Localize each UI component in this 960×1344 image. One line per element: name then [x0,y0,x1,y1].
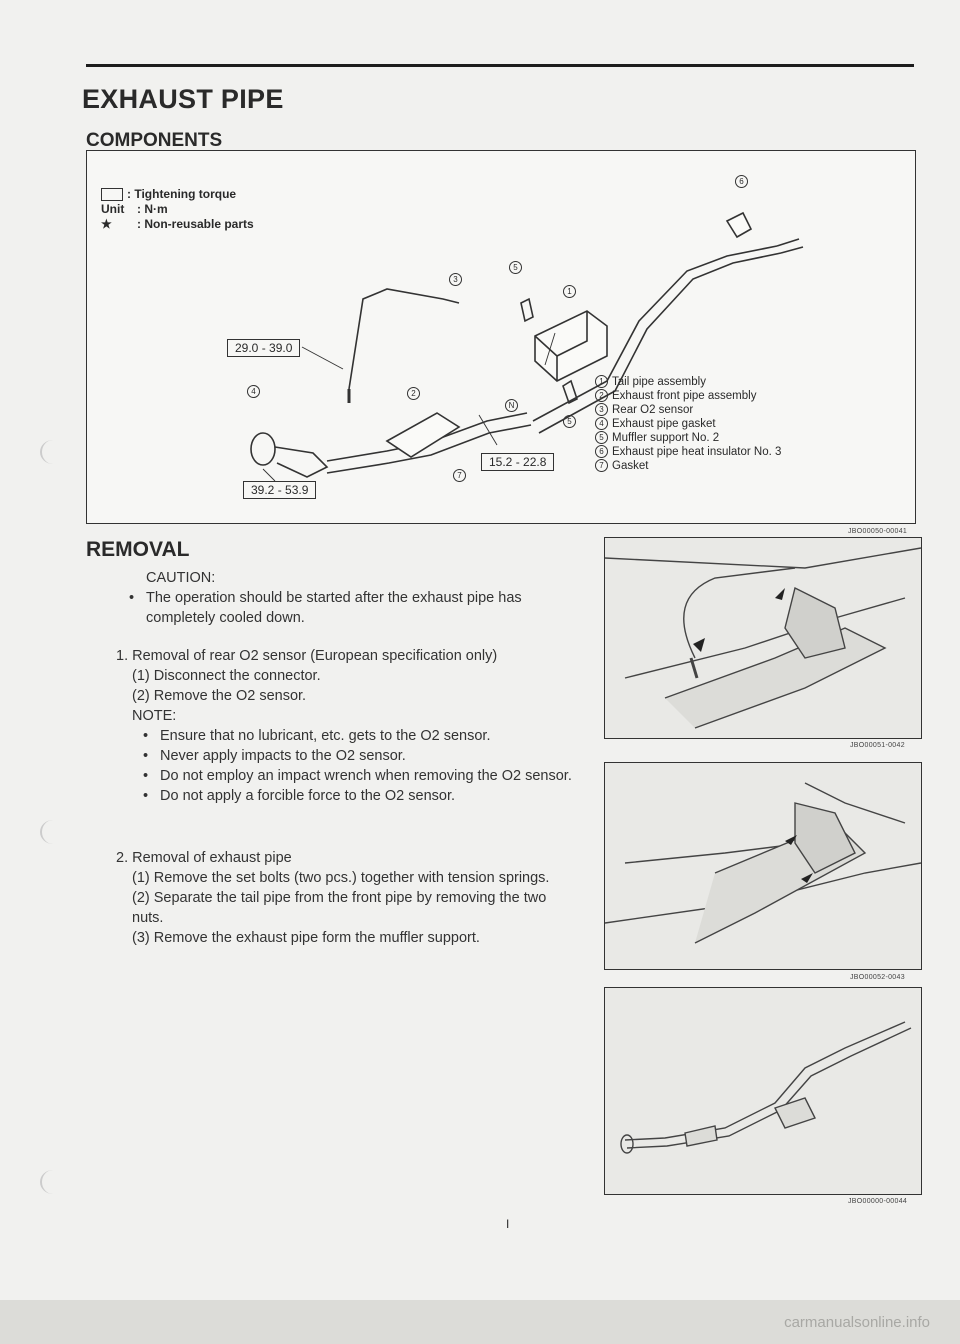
page-number: I [506,1217,510,1231]
callout-5-bottom: 5 [563,415,576,428]
part-name: Exhaust front pipe assembly [612,390,757,402]
parts-list-item: 5 Muffler support No. 2 [595,431,781,445]
torque-pipe-joint: 15.2 - 22.8 [481,453,555,471]
step-2-block: 2. Removal of exhaust pipe (1) Remove th… [116,848,576,948]
parts-list-item: 3 Rear O2 sensor [595,403,781,417]
parts-list-item: 4 Exhaust pipe gasket [595,417,781,431]
step-1-title: 1. Removal of rear O2 sensor (European s… [116,648,498,664]
photo-1-code: JBO00051-0042 [850,742,905,749]
illustration-exhaust-assembly [604,987,922,1195]
photo-3-code: JBO00000-00044 [848,1198,908,1205]
arrow-icon [801,873,813,883]
note-item: Do not apply a forcible force to the O2 … [143,786,576,806]
caution-label: CAUTION: [146,570,216,586]
caution-text: The operation should be started after th… [129,588,566,628]
callout-2: 2 [407,387,420,400]
part-num: 6 [595,445,608,458]
part-name: Exhaust pipe heat insulator No. 3 [612,446,782,458]
arrow-icon [775,588,785,600]
legend-unit-value: : N·m [137,202,168,216]
diagram-legend: : Tightening torque Unit : N·m ★ : Non-reu… [101,187,254,232]
note-item: Ensure that no lubricant, etc. gets to t… [143,726,576,746]
part-num: 3 [595,403,608,416]
caution-block: CAUTION: The operation should be started… [129,568,566,628]
legend-nonreusable: : Non-reusable parts [137,217,254,231]
exhaust-pipe-drawing [250,211,804,482]
section-title-removal: REMOVAL [86,538,190,561]
parts-list-item: 7 Gasket [595,459,781,473]
illustration-o2-sensor [604,537,922,739]
callout-5-top: 5 [509,261,522,274]
step-2-item: (3) Remove the exhaust pipe form the muf… [132,930,480,946]
callout-6: 6 [735,175,748,188]
callout-4: 4 [247,385,260,398]
parts-list-item: 2 Exhaust front pipe assembly [595,389,781,403]
step-2-item: (2) Separate the tail pipe from the fron… [132,890,547,926]
nut-marker: N [505,399,518,412]
torque-front-flange: 39.2 - 53.9 [243,481,317,499]
parts-list: 1 Tail pipe assembly 2 Exhaust front pipe … [595,375,781,473]
note-label: NOTE: [132,708,177,724]
legend-torque: : Tightening torque [127,187,237,201]
star-icon: ★ [101,217,112,231]
step-2-item: (1) Remove the set bolts (two pcs.) toge… [132,870,550,886]
part-name: Exhaust pipe gasket [612,418,716,430]
section-title-components: COMPONENTS [86,130,223,151]
step-2-title: 2. Removal of exhaust pipe [116,850,292,866]
part-num: 4 [595,417,608,430]
part-num: 2 [595,389,608,402]
part-name: Gasket [612,460,649,472]
components-diagram: : Tightening torque Unit : N·m ★ : Non-reu… [86,150,916,524]
part-name: Rear O2 sensor [612,404,694,416]
parts-list-item: 1 Tail pipe assembly [595,375,781,389]
step-1-block: 1. Removal of rear O2 sensor (European s… [116,646,576,806]
part-name: Muffler support No. 2 [612,432,720,444]
legend-unit-key: Unit [101,202,125,216]
note-item: Never apply impacts to the O2 sensor. [143,746,576,766]
step-1-item: (2) Remove the O2 sensor. [132,688,307,704]
part-num: 1 [595,375,608,388]
parts-list-item: 6 Exhaust pipe heat insulator No. 3 [595,445,781,459]
callout-1: 1 [563,285,576,298]
callout-3: 3 [449,273,462,286]
torque-box-icon [101,188,123,201]
step-1-item: (1) Disconnect the connector. [132,668,321,684]
part-num: 7 [595,459,608,472]
diagram-code: JBO00050-00041 [848,528,908,535]
header-rule [86,64,914,67]
note-item: Do not employ an impact wrench when remo… [143,766,576,786]
binder-hole-mark [40,1170,66,1194]
exhaust-assembly-illustration [620,1021,912,1154]
footer-bar: carmanualsonline.info [0,1300,960,1344]
arrow-icon [693,638,705,652]
torque-o2-sensor: 29.0 - 39.0 [227,339,301,357]
footer-watermark: carmanualsonline.info [784,1314,930,1331]
o2-sensor-illustration [605,547,921,729]
page-title: EXHAUST PIPE [82,84,284,114]
illustration-tension-springs [604,762,922,970]
binder-hole-mark [40,820,66,844]
photo-2-code: JBO00052-0043 [850,974,905,981]
part-name: Tail pipe assembly [612,376,706,388]
part-num: 5 [595,431,608,444]
arrow-icon [785,835,797,845]
callout-7: 7 [453,469,466,482]
binder-hole-mark [40,440,66,464]
tension-springs-illustration [605,782,921,944]
